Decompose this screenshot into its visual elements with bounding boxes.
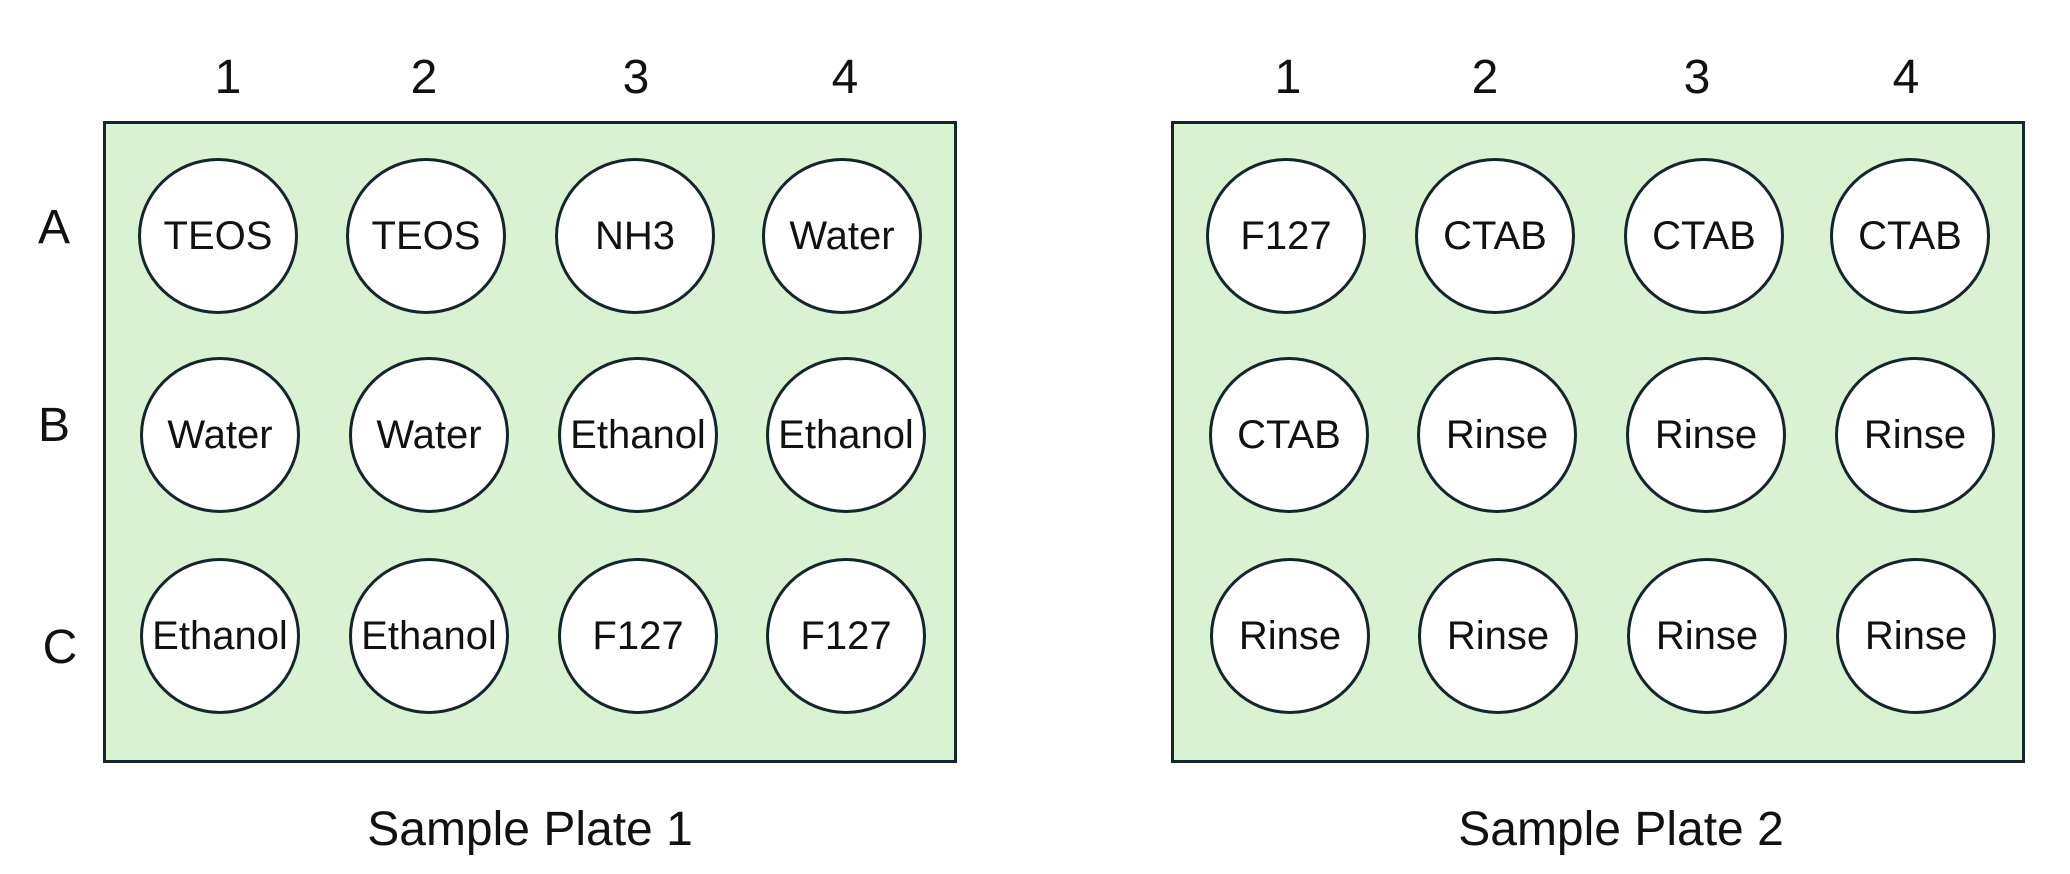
- row-label-c: C: [42, 621, 78, 674]
- column-label-2: 2: [1471, 51, 1499, 104]
- well-a3[interactable]: CTAB: [1624, 158, 1784, 314]
- well-b1[interactable]: Water: [140, 357, 300, 513]
- well-label: Ethanol: [361, 614, 497, 658]
- well-b4[interactable]: Rinse: [1835, 357, 1995, 513]
- well-a4[interactable]: Water: [762, 158, 922, 314]
- well-a3[interactable]: NH3: [555, 158, 715, 314]
- well-label: Water: [376, 413, 482, 457]
- well-label: Ethanol: [778, 413, 914, 457]
- well-label: Rinse: [1238, 614, 1342, 658]
- sample-plate-2-group: 1 2 3 4 F127 CTAB CTAB CTAB CTAB Rinse R…: [1068, 0, 2068, 874]
- well-c1[interactable]: Rinse: [1210, 558, 1370, 714]
- well-b3[interactable]: Ethanol: [558, 357, 718, 513]
- well-label: CTAB: [1443, 214, 1547, 258]
- row-label-b: B: [37, 399, 70, 452]
- well-label: Water: [789, 214, 895, 258]
- plate-title: Sample Plate 1: [367, 803, 693, 856]
- sample-plate-1-group: 1 2 3 4 A B C TEOS TEOS NH3 Water Water …: [0, 0, 1000, 874]
- column-label-4: 4: [831, 51, 859, 104]
- well-label: Rinse: [1446, 614, 1550, 658]
- well-label: Ethanol: [570, 413, 706, 457]
- column-label-2: 2: [410, 51, 438, 104]
- well-label: Rinse: [1445, 413, 1549, 457]
- well-label: CTAB: [1652, 214, 1756, 258]
- well-a1[interactable]: TEOS: [138, 158, 298, 314]
- well-label: TEOS: [371, 214, 481, 258]
- well-label: F127: [800, 614, 892, 658]
- well-label: Rinse: [1864, 614, 1968, 658]
- column-label-3: 3: [622, 51, 650, 104]
- well-a1[interactable]: F127: [1206, 158, 1366, 314]
- well-c2[interactable]: Ethanol: [349, 558, 509, 714]
- well-c1[interactable]: Ethanol: [140, 558, 300, 714]
- well-b2[interactable]: Rinse: [1417, 357, 1577, 513]
- well-b3[interactable]: Rinse: [1626, 357, 1786, 513]
- plate-title: Sample Plate 2: [1458, 803, 1784, 856]
- well-label: Rinse: [1655, 614, 1759, 658]
- well-a2[interactable]: TEOS: [346, 158, 506, 314]
- well-b2[interactable]: Water: [349, 357, 509, 513]
- well-label: NH3: [594, 214, 676, 258]
- column-label-1: 1: [1274, 51, 1302, 104]
- well-a4[interactable]: CTAB: [1830, 158, 1990, 314]
- well-c2[interactable]: Rinse: [1418, 558, 1578, 714]
- well-label: CTAB: [1237, 413, 1341, 457]
- row-label-a: A: [37, 201, 70, 254]
- well-label: TEOS: [163, 214, 273, 258]
- column-label-4: 4: [1892, 51, 1920, 104]
- column-label-1: 1: [214, 51, 242, 104]
- well-a2[interactable]: CTAB: [1415, 158, 1575, 314]
- column-label-3: 3: [1683, 51, 1711, 104]
- well-label: Ethanol: [152, 614, 288, 658]
- well-label: F127: [1240, 214, 1332, 258]
- well-label: Water: [167, 413, 273, 457]
- well-label: Rinse: [1654, 413, 1758, 457]
- well-label: Rinse: [1863, 413, 1967, 457]
- well-b4[interactable]: Ethanol: [766, 357, 926, 513]
- well-c3[interactable]: Rinse: [1627, 558, 1787, 714]
- well-b1[interactable]: CTAB: [1209, 357, 1369, 513]
- well-label: CTAB: [1858, 214, 1962, 258]
- well-c3[interactable]: F127: [558, 558, 718, 714]
- well-c4[interactable]: F127: [766, 558, 926, 714]
- well-c4[interactable]: Rinse: [1836, 558, 1996, 714]
- well-label: F127: [592, 614, 684, 658]
